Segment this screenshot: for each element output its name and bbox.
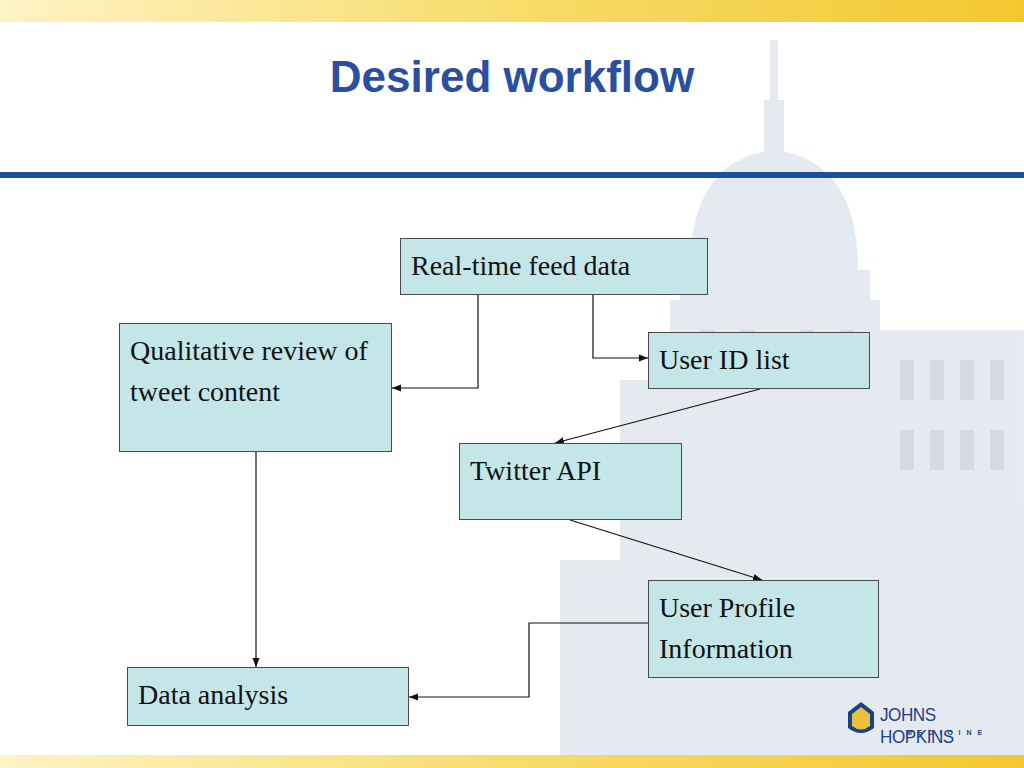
box-label: User Profile Information — [649, 581, 878, 675]
box-label: Data analysis — [128, 668, 408, 721]
flow-arrow — [392, 295, 478, 388]
logo-wordmark: JOHNS HOPKINS — [880, 704, 1010, 748]
box-label: Qualitative review of tweet content — [120, 324, 391, 418]
process-box: Qualitative review of tweet content — [119, 323, 392, 452]
process-box: User ID list — [648, 332, 870, 389]
process-box: Data analysis — [127, 667, 409, 726]
bottom-band — [0, 755, 1024, 768]
box-label: Twitter API — [460, 444, 681, 497]
title-rule — [0, 172, 1024, 178]
slide-title: Desired workflow — [0, 52, 1024, 102]
flow-arrow — [255, 452, 256, 667]
flow-arrow — [570, 520, 762, 580]
building-watermark — [560, 40, 1024, 755]
process-box: Real-time feed data — [400, 238, 708, 295]
flow-arrow — [593, 295, 648, 358]
box-label: Real-time feed data — [401, 239, 707, 292]
top-band — [0, 0, 1024, 22]
flow-arrow — [409, 623, 648, 697]
logo-subtitle: MEDICINE — [906, 729, 988, 736]
box-label: User ID list — [649, 333, 869, 386]
process-box: Twitter API — [459, 443, 682, 520]
flow-arrow — [555, 389, 760, 443]
process-box: User Profile Information — [648, 580, 879, 678]
logo-shield — [848, 702, 874, 733]
